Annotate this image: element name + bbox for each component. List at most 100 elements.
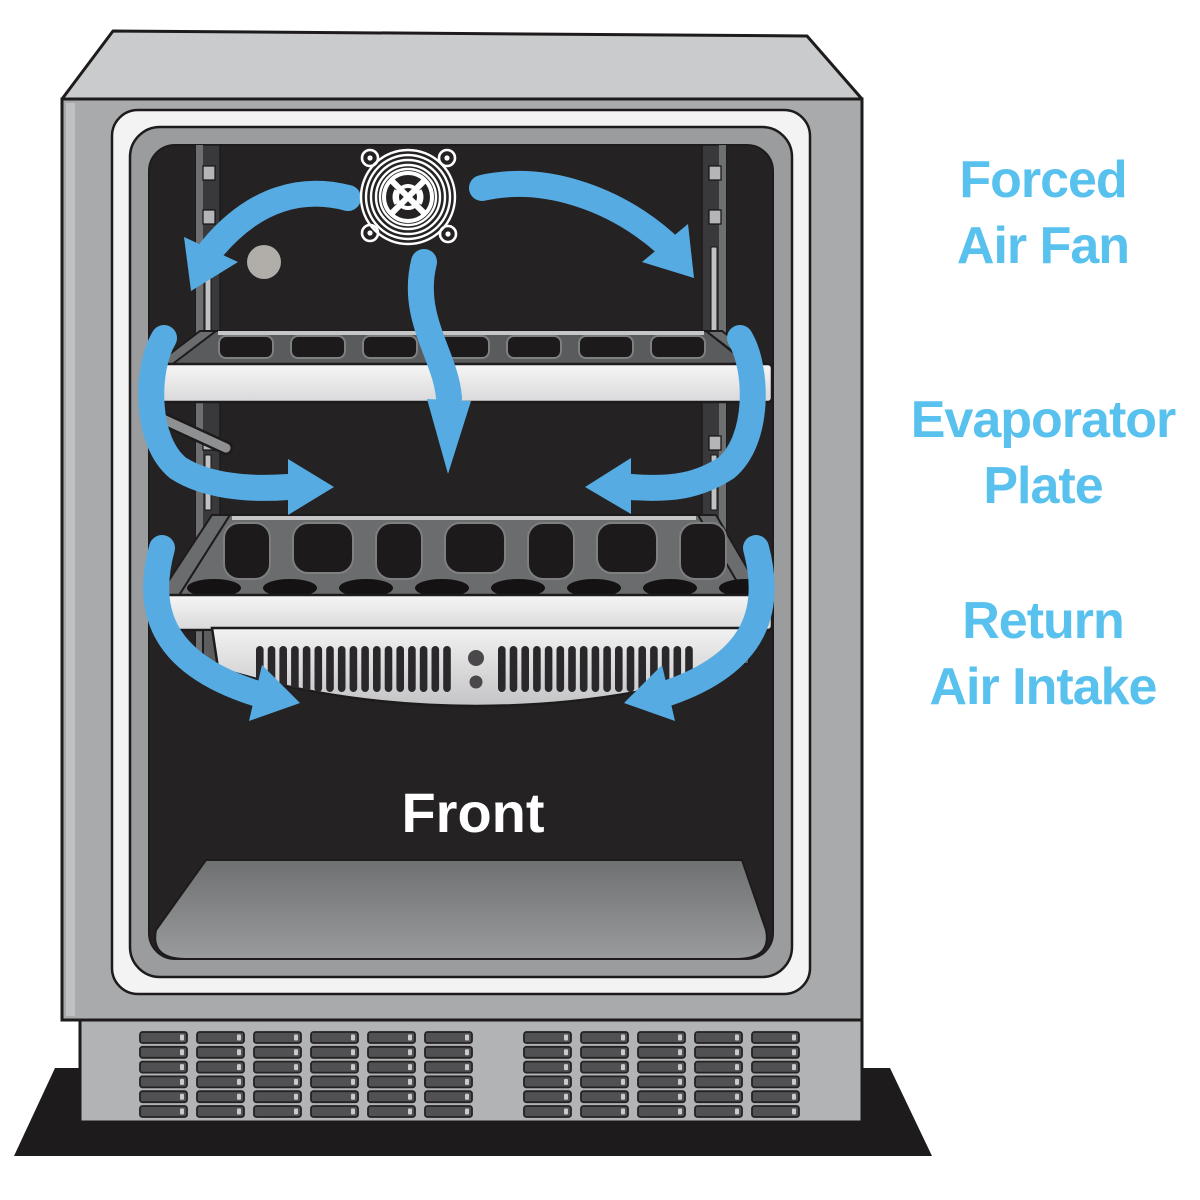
airflow-arrow-left-loop [138, 325, 334, 515]
vent-slot [580, 1060, 629, 1074]
vent-slot [367, 1060, 416, 1074]
vent-slot [523, 1090, 572, 1104]
vent-slot [424, 1090, 473, 1104]
louver-slot [337, 646, 346, 692]
vent-slot [367, 1031, 416, 1044]
rail-hole [708, 165, 722, 181]
louver-slot [603, 646, 611, 692]
vent-slot [253, 1045, 302, 1059]
vent-slot [310, 1045, 359, 1059]
vent-slot [196, 1031, 245, 1044]
louver-slot [291, 646, 299, 692]
shelf-slot-shadow [415, 579, 469, 597]
shelf-lower [149, 514, 773, 632]
vent-slot [424, 1105, 473, 1118]
airflow-arrows [138, 171, 775, 721]
vent-slot [580, 1045, 629, 1059]
vent-slot [637, 1075, 686, 1089]
fan-screws [360, 148, 458, 244]
rail-hole [708, 209, 722, 225]
label-front: Front [401, 781, 545, 844]
vent-slot [580, 1075, 629, 1089]
rail-hole [202, 209, 216, 225]
kick-vent-grilles [139, 1031, 800, 1118]
label-line: Plate [983, 457, 1103, 515]
louver-slot [615, 646, 623, 692]
vent-slot [253, 1060, 302, 1074]
vent-slot [751, 1075, 800, 1089]
shelf-slot [527, 522, 575, 580]
airflow-arrow-center-down [407, 249, 471, 474]
louver-slot [279, 646, 287, 692]
vent-slot [367, 1105, 416, 1118]
vent-slot [367, 1090, 416, 1104]
shelf-slot [506, 335, 562, 359]
vent-slot [751, 1060, 800, 1074]
vent-slot [694, 1045, 743, 1059]
cabinet-top-face [60, 29, 864, 101]
vent-slot [196, 1060, 245, 1074]
airflow-arrow-fan-left [184, 180, 361, 291]
louver-slot [302, 646, 311, 692]
louver-slot [373, 646, 381, 692]
shelf-upper [149, 330, 773, 404]
vent-slot [139, 1105, 188, 1118]
vent-slot [424, 1031, 473, 1044]
vent-slot [139, 1090, 188, 1104]
louver-slot [521, 646, 529, 692]
vent-slot [196, 1105, 245, 1118]
louver-slot [384, 646, 393, 692]
vent-slot [310, 1031, 359, 1044]
label-forced-air-fan: Forced Air Fan [878, 147, 1200, 279]
shelf-slot [444, 522, 506, 574]
shelf-slot [650, 335, 706, 359]
shelf-slot [292, 522, 354, 574]
vent-slot [694, 1060, 743, 1074]
vent-slot [196, 1075, 245, 1089]
vent-slot [253, 1031, 302, 1044]
interior-floor [154, 859, 768, 959]
vent-slot [694, 1075, 743, 1089]
vent-slot [139, 1060, 188, 1074]
louver-slot [579, 646, 588, 692]
vent-slot [637, 1105, 686, 1118]
label-return-air-intake: Return Air Intake [878, 588, 1200, 720]
louver-slot [314, 646, 323, 692]
shelf-slot [679, 522, 727, 580]
vent-slot [694, 1031, 743, 1044]
louver-slot [349, 646, 358, 692]
airflow-arrow-return-right [624, 535, 775, 721]
louver-slot [533, 646, 541, 692]
vent-slot [253, 1090, 302, 1104]
shelf-slot [596, 522, 658, 574]
label-line: Return [962, 592, 1125, 650]
louver-slot [396, 646, 404, 692]
label-line: Forced [959, 151, 1127, 209]
vent-slot [580, 1090, 629, 1104]
vent-slot [310, 1060, 359, 1074]
vent-slot [637, 1031, 686, 1044]
louver-slot [638, 646, 646, 692]
louver-slot [419, 646, 428, 692]
vent-slot [139, 1031, 188, 1044]
shelf-slot-shadow [263, 579, 317, 597]
louver-slot [431, 646, 440, 692]
vent-slot [310, 1075, 359, 1089]
shelf-slot [218, 335, 274, 359]
vent-slot [751, 1045, 800, 1059]
rail-hole [708, 435, 722, 451]
vent-slot [523, 1060, 572, 1074]
vent-slot [523, 1031, 572, 1044]
back-wall-hole [247, 245, 281, 279]
vent-slot [751, 1031, 800, 1044]
vent-slot [367, 1075, 416, 1089]
vent-slot [751, 1105, 800, 1118]
vent-slot [196, 1045, 245, 1059]
vent-slot [196, 1090, 245, 1104]
vent-slot [637, 1060, 686, 1074]
louver-slot [626, 646, 635, 692]
label-line: Air Fan [956, 217, 1130, 275]
vent-slot [694, 1090, 743, 1104]
vent-slot [523, 1045, 572, 1059]
vent-slot [637, 1090, 686, 1104]
